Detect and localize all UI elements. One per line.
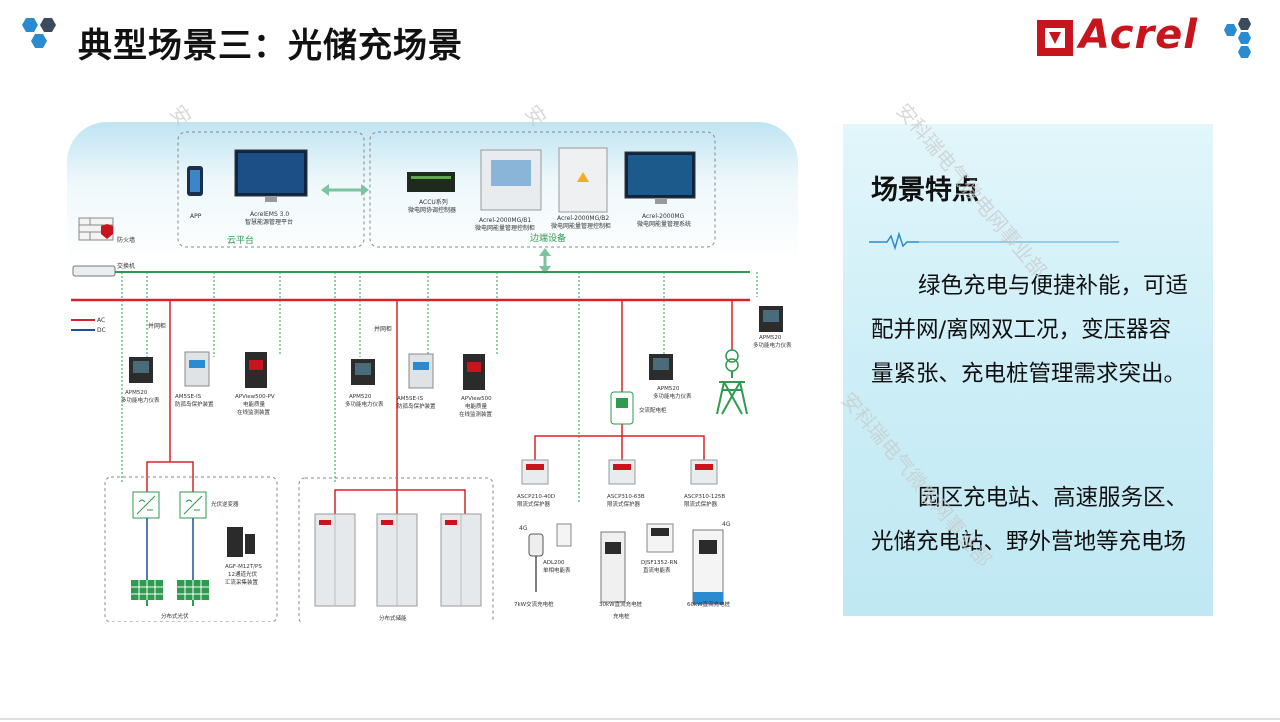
ac-cabinet-label: 交流配电柜 xyxy=(639,406,667,414)
djsf-sub: 直流电能表 xyxy=(643,566,671,574)
storage-cabinet-icon-2 xyxy=(376,513,418,607)
card-title: 场景特点 xyxy=(871,175,979,206)
combiner-sub2: 汇流采集装置 xyxy=(225,578,259,586)
pv-cabinet-label: 并网柜 xyxy=(148,322,166,330)
pv-meter-label: APM520 xyxy=(125,390,148,396)
protector-icon-3 xyxy=(690,459,718,485)
protector-1-sub: 限流式保护器 xyxy=(517,500,551,508)
ac-pile-7kw-icon xyxy=(528,533,544,592)
heartbeat-divider-icon xyxy=(869,232,1119,251)
transformer-meter-label: APM520 xyxy=(759,335,782,341)
accu-sub-label: 微电网协调控制器 xyxy=(408,206,456,214)
djsf-label: DJSF1352-RN xyxy=(641,560,677,566)
storage-quality-sub2: 在线监测装置 xyxy=(459,410,493,418)
b2-sub-label: 微电网能量管理控制柜 xyxy=(551,222,611,230)
storage-meter-sub: 多功能电力仪表 xyxy=(345,400,384,408)
charge-group-label: 充电桩 xyxy=(613,612,630,620)
storage-quality-sub1: 电能质量 xyxy=(465,402,488,410)
acrel-mark-icon xyxy=(1037,20,1073,56)
transformer-icon xyxy=(725,349,739,372)
protector-2-label: ASCP310-63B xyxy=(607,494,645,500)
switch-label: 交换机 xyxy=(117,262,135,270)
inverter-label: 光伏逆变器 xyxy=(211,500,239,508)
hexagon-brand-icon xyxy=(1224,18,1251,58)
storage-quality-label: APView500 xyxy=(461,396,492,402)
app-label: APP xyxy=(190,213,202,220)
brand-name: Acrel xyxy=(1079,12,1199,58)
legend-dc: DC xyxy=(97,327,106,334)
card-paragraph-1: 绿色充电与便捷补能，可适配并网/离网双工况，变压器容量紧张、充电桩管理需求突出。 xyxy=(871,273,1189,387)
pv-meter-sub: 多功能电力仪表 xyxy=(121,396,160,404)
protector-icon-1 xyxy=(521,459,549,485)
protector-2-sub: 限流式保护器 xyxy=(607,500,641,508)
dc-pile-60kw-icon xyxy=(692,529,724,605)
power-tower-icon xyxy=(716,371,748,415)
protector-1-label: ASCP210-40D xyxy=(517,494,555,500)
transformer-meter-sub: 多功能电力仪表 xyxy=(753,341,792,349)
pile-30kw-label: 30kW直流充电桩 xyxy=(599,600,643,608)
charge-meter-label: APM520 xyxy=(657,386,680,392)
b1-sub-label: 微电网能量管理控制柜 xyxy=(475,224,535,232)
storage-protect-label: AM5SE-IS xyxy=(397,396,424,402)
brand-logo: Acrel xyxy=(1035,12,1265,62)
protector-icon-2 xyxy=(608,459,636,485)
page-title: 典型场景三：光储充场景 xyxy=(78,26,463,66)
accu-label: ACCU系列 xyxy=(419,198,448,206)
solar-panel-icon-1 xyxy=(131,580,163,606)
storage-protect-sub: 防孤岛保护装置 xyxy=(397,402,436,410)
protector-3-sub: 限流式保护器 xyxy=(684,500,718,508)
charge-meter-sub: 多功能电力仪表 xyxy=(653,392,692,400)
ems-label: AcrelEMS 3.0 xyxy=(250,211,289,218)
cloud-label: 云平台 xyxy=(227,234,254,246)
accu-device-icon xyxy=(407,172,455,192)
b1-label: Acrel-2000MG/B1 xyxy=(479,217,531,224)
hexagon-logo-icon xyxy=(22,18,56,48)
combiner-label: AGF-M12T/PS xyxy=(225,564,262,570)
pv-protect-label: AM5SE-IS xyxy=(175,394,202,400)
storage-group-label: 分布式储能 xyxy=(379,614,407,622)
adl-meter-icon xyxy=(556,523,572,547)
g4-label-2: 4G xyxy=(722,521,731,528)
scenario-card: 场景特点 绿色充电与便捷补能，可适配并网/离网双工况，变压器容量紧张、充电桩管理… xyxy=(843,124,1213,616)
pv-quality-sub2: 在线监测装置 xyxy=(237,408,271,416)
storage-meter-label: APM520 xyxy=(349,394,372,400)
protector-3-label: ASCP310-125B xyxy=(684,494,725,500)
pv-protect-sub: 防孤岛保护装置 xyxy=(175,400,214,408)
pv-quality-sub1: 电能质量 xyxy=(243,400,266,408)
storage-cabinet-icon-1 xyxy=(314,513,356,607)
pile-60kw-label: 60kW直流充电桩 xyxy=(687,600,731,608)
mg-sub-label: 微电网能量管理系统 xyxy=(637,220,691,228)
pv-quality-label: APView500-PV xyxy=(235,394,275,400)
system-diagram: 云平台 APP AcrelEMS 3.0 智慧能源管理平台 边端设备 ACCU系… xyxy=(71,131,792,622)
switch-icon xyxy=(72,265,116,277)
combiner-icon xyxy=(227,527,243,557)
pile-7kw-label: 7kW交流充电桩 xyxy=(514,600,554,608)
g4-label-1: 4G xyxy=(519,525,528,532)
combiner-sub1: 12通道光伏 xyxy=(228,570,257,578)
adl-sub: 单相电能表 xyxy=(543,566,571,574)
footer-divider xyxy=(0,718,1280,720)
card-paragraph-2: 园区充电站、高速服务区、光储充电站、野外营地等充电场 xyxy=(871,485,1189,555)
adl-label: ADL200 xyxy=(543,560,565,566)
dc-pile-30kw-icon xyxy=(600,531,626,603)
edge-label: 边端设备 xyxy=(530,232,566,244)
b2-label: Acrel-2000MG/B2 xyxy=(557,215,609,222)
pv-group-label: 分布式光伏 xyxy=(161,612,189,620)
legend-ac: AC xyxy=(97,317,105,324)
mg-label: Acrel-2000MG xyxy=(642,213,685,220)
pv-protect-icon xyxy=(184,351,210,387)
storage-cabinet-icon-3 xyxy=(440,513,482,607)
storage-cabinet-label: 并网柜 xyxy=(374,325,392,333)
firewall-label: 防火墙 xyxy=(117,236,135,244)
storage-protect-icon xyxy=(408,353,434,389)
solar-panel-icon-2 xyxy=(177,580,209,606)
ems-sub-label: 智慧能源管理平台 xyxy=(245,218,293,226)
